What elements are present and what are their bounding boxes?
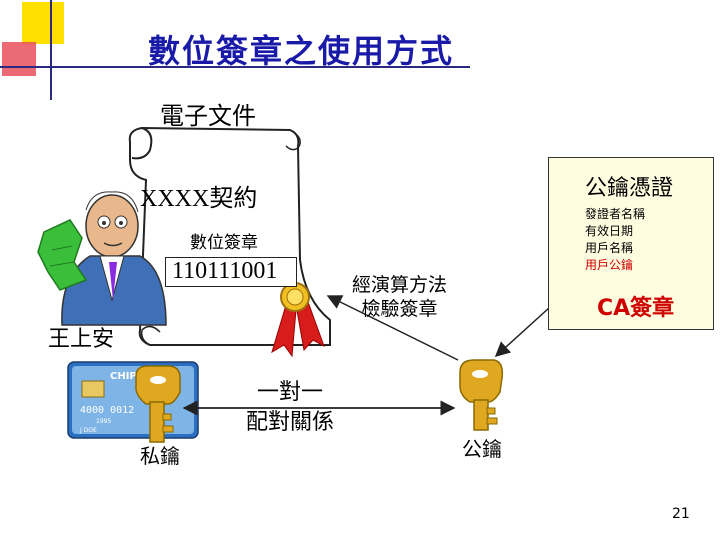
certificate-fields: 發證者名稱 有效日期 用戶名稱 用戶公鑰 xyxy=(585,206,645,274)
pairing-line-2: 配對關係 xyxy=(246,410,335,435)
private-key-label: 私鑰 xyxy=(140,444,180,468)
card-year: 1995 xyxy=(96,418,111,425)
algorithm-line-1: 經演算方法 xyxy=(352,274,448,296)
decor-yellow-square xyxy=(22,2,64,44)
public-key-icon xyxy=(459,359,504,431)
signature-label: 數位簽章 xyxy=(190,233,258,253)
card-number: 4000 0012 xyxy=(80,405,134,416)
person-illustration xyxy=(37,191,167,326)
public-key-label: 公鑰 xyxy=(462,437,502,461)
private-key-icon xyxy=(135,365,181,443)
card-chip-text: CHIP xyxy=(110,371,137,382)
page-number: 21 xyxy=(672,506,690,522)
decor-horizontal-line xyxy=(0,66,470,68)
certificate-title: 公鑰憑證 xyxy=(585,176,674,201)
certificate-box: 公鑰憑證 發證者名稱 有效日期 用戶名稱 用戶公鑰 CA簽章 xyxy=(548,157,714,330)
signature-value-box: 110111001 xyxy=(165,257,297,287)
document-label: 電子文件 xyxy=(160,102,256,130)
algorithm-note: 經演算方法 檢驗簽章 xyxy=(352,273,447,321)
certificate-field-validity: 有效日期 xyxy=(585,224,634,238)
certificate-field-issuer: 發證者名稱 xyxy=(585,207,646,221)
pairing-note: 一對一 配對關係 xyxy=(246,378,334,438)
slide-title: 數位簽章之使用方式 xyxy=(148,32,455,70)
scroll-document xyxy=(128,126,331,346)
certificate-ca-signature: CA簽章 xyxy=(597,296,675,321)
seal-ribbon xyxy=(271,282,325,358)
decor-vertical-line xyxy=(50,0,52,100)
algorithm-line-2: 檢驗簽章 xyxy=(361,298,438,320)
card-holder-name: J DOE xyxy=(79,427,97,434)
pairing-line-1: 一對一 xyxy=(257,380,324,405)
arrow-verify xyxy=(326,295,459,361)
certificate-field-username: 用戶名稱 xyxy=(585,241,634,255)
contract-title: XXXX契約 xyxy=(140,186,258,212)
owner-name: 王上安 xyxy=(48,327,115,352)
certificate-field-public-key: 用戶公鑰 xyxy=(585,258,634,272)
decor-red-square xyxy=(2,42,36,76)
